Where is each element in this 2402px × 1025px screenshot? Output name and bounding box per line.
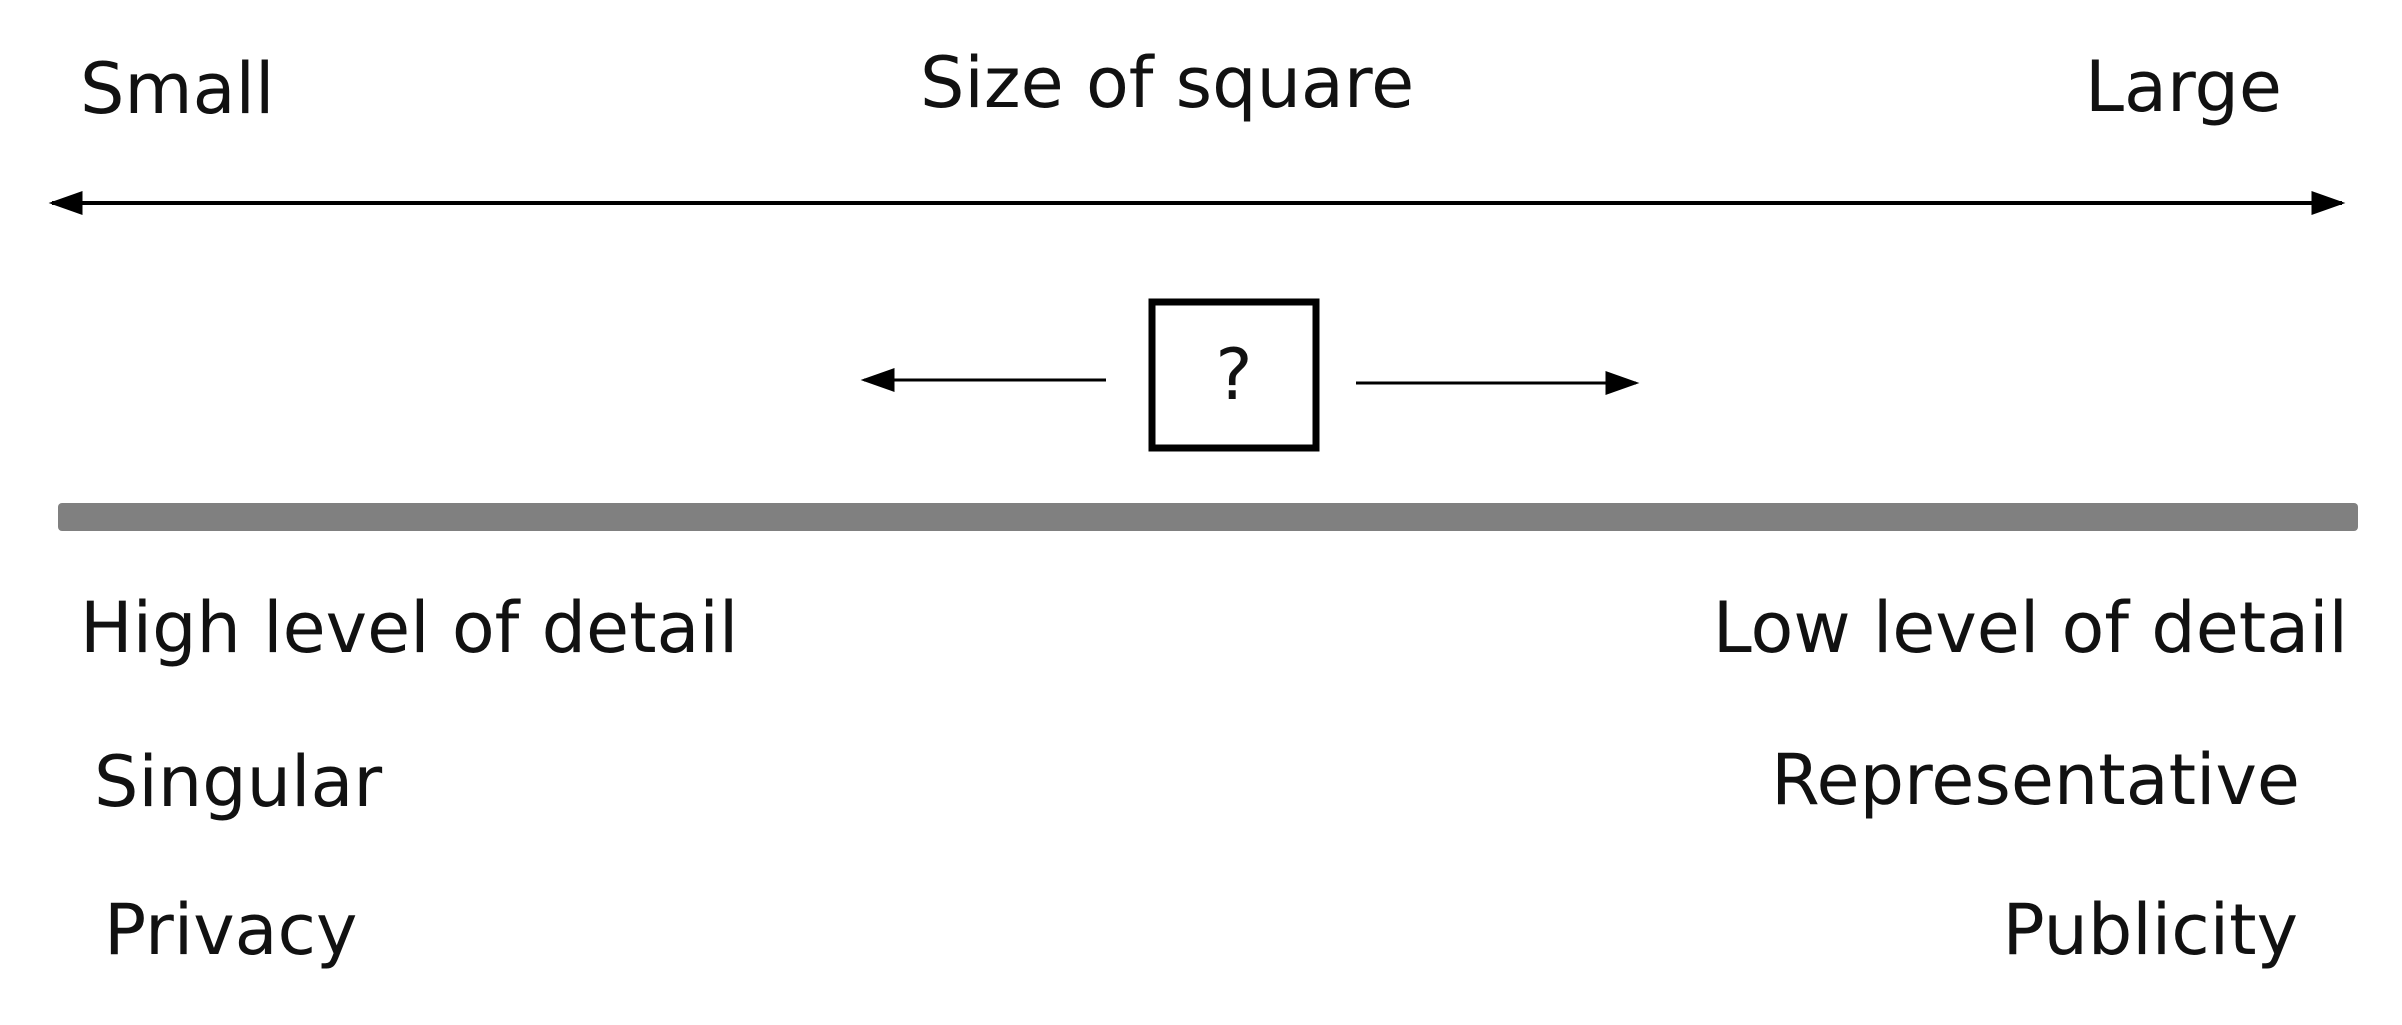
axis-title: Size of square xyxy=(920,42,1415,124)
divider-bar xyxy=(58,503,2358,531)
left-attribute-2: Singular xyxy=(94,741,383,823)
square-shape xyxy=(1148,298,1320,452)
left-attribute-3: Privacy xyxy=(104,889,358,971)
right-attribute-3: Publicity xyxy=(2002,889,2298,971)
square-question-mark: ? xyxy=(1215,334,1253,416)
left-attribute-1: High level of detail xyxy=(80,587,739,669)
right-attribute-2: Representative xyxy=(1771,739,2300,821)
right-attribute-1: Low level of detail xyxy=(1712,587,2348,669)
small-label: Small xyxy=(80,48,275,130)
large-label: Large xyxy=(2085,46,2282,128)
